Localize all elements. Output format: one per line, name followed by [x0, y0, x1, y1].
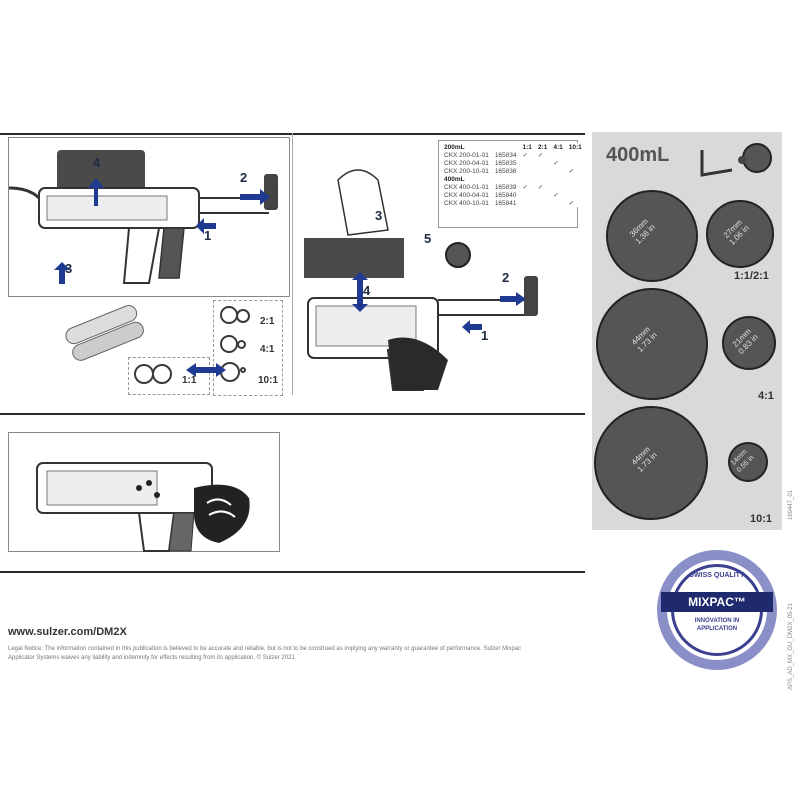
- legal-notice: Legal Notice: The information contained …: [8, 646, 522, 661]
- arrow-icon: [88, 178, 104, 206]
- step-number: 3: [65, 261, 73, 276]
- arrow-icon: [352, 272, 368, 312]
- arrow-icon: [54, 262, 70, 284]
- volume-title: 400mL: [606, 144, 670, 166]
- ratio-label: 4:1: [260, 344, 275, 355]
- template-disc: [728, 442, 768, 482]
- step-number: 4: [363, 283, 371, 298]
- ratio-label: 1:1/2:1: [734, 270, 769, 282]
- column-header: [492, 143, 520, 151]
- website-url[interactable]: www.sulzer.com/DM2X: [8, 626, 127, 638]
- separator-middle: [0, 413, 585, 415]
- ratio-circle: [220, 335, 238, 353]
- table-row: CKX 400-10-01 165841 ✓: [441, 199, 585, 208]
- column-header: 4:1: [553, 143, 563, 151]
- check-cell: ✓: [553, 160, 559, 167]
- table-row: CKX 400-04-01 165840 ✓: [441, 191, 585, 200]
- arrow-icon: [462, 320, 482, 334]
- column-header: 1:1: [522, 143, 532, 151]
- separator-bottom: [0, 571, 585, 573]
- table-cell: CKX 400-04-01: [444, 191, 489, 199]
- template-disc: [594, 406, 708, 520]
- table-cell: CKX 200-10-01: [444, 167, 489, 175]
- logo-tagline-2: APPLICATION: [696, 626, 738, 632]
- arrow-icon: [240, 189, 270, 205]
- table-header-row: 200mL 1:1 2:1 4:1 10:1: [441, 143, 585, 151]
- ratio-circle: [240, 367, 246, 373]
- template-disc: [722, 316, 776, 370]
- separator-vertical: [292, 133, 293, 395]
- step-panel-load: [8, 137, 290, 297]
- logo-brand: MIXPAC™: [688, 595, 746, 609]
- dispenser-gun-illustration: [8, 150, 278, 284]
- step-number: 1: [204, 228, 212, 243]
- double-arrow-icon: [186, 363, 226, 377]
- ratio-label: 2:1: [260, 316, 275, 327]
- table-cell: 165839: [494, 183, 517, 191]
- check-cell: ✓: [568, 200, 575, 207]
- column-header: 2:1: [537, 143, 548, 151]
- table-cell: 165834: [494, 151, 517, 159]
- step-number: 1: [481, 328, 489, 343]
- check-cell: ✓: [522, 184, 528, 191]
- table-cell: CKX 200-04-01: [444, 159, 489, 167]
- step-number: 2: [240, 170, 248, 185]
- table-cell: 165835: [494, 159, 517, 167]
- step-panel-clean: [8, 432, 280, 552]
- section-header: 400mL: [444, 175, 465, 183]
- mixpac-logo: SWISS QUALITY MIXPAC™ INNOVATION IN APPL…: [657, 550, 777, 670]
- logo-tagline-1: INNOVATION IN: [694, 618, 740, 624]
- ratio-circle: [236, 309, 250, 323]
- table-cell: 165836: [494, 167, 517, 175]
- cleaning-gun-illustration: [36, 462, 250, 552]
- table-row: CKX 200-01-01 165834 ✓ ✓: [441, 151, 585, 160]
- column-header: 10:1: [568, 143, 582, 151]
- ratio-circle: [237, 340, 246, 349]
- ratio-label: 10:1: [258, 375, 279, 386]
- table-row: CKX 200-10-01 165836 ✓: [441, 167, 585, 176]
- check-cell: ✓: [537, 184, 544, 191]
- document-code: APS_AD_MX_GU_DM2X_05-21: [788, 602, 794, 690]
- logo-top-text: SWISS QUALITY: [689, 572, 745, 579]
- step-number: 3: [375, 208, 383, 223]
- check-cell: ✓: [537, 152, 544, 159]
- arrow-icon: [196, 218, 216, 234]
- step-number: 5: [424, 231, 432, 246]
- ratio-label: 10:1: [750, 513, 773, 525]
- template-disc: [706, 200, 774, 268]
- table-cell: CKX 200-01-01: [444, 151, 489, 159]
- hand-gun-illustration: [304, 169, 538, 391]
- ratio-selector-box: [128, 357, 210, 395]
- ratio-circle: [134, 364, 154, 384]
- step-number: 2: [502, 270, 510, 285]
- table-cell: 165840: [494, 191, 517, 199]
- step-number: 4: [93, 155, 101, 170]
- table-row: CKX 400-01-01 165839 ✓ ✓: [441, 183, 585, 192]
- table-cell: CKX 400-01-01: [444, 183, 489, 191]
- template-disc: [606, 190, 698, 282]
- arrow-icon: [500, 292, 526, 306]
- check-cell: ✓: [522, 152, 528, 159]
- wrench-icon: [700, 143, 772, 177]
- table-row: CKX 200-04-01 165835 ✓: [441, 159, 585, 168]
- table-cell: 165841: [494, 199, 517, 207]
- table-cell: CKX 400-10-01: [444, 199, 489, 207]
- cartridge-table: 200mL 1:1 2:1 4:1 10:1 CKX 200-01-01 165…: [441, 143, 585, 207]
- table-section-row: 400mL: [441, 175, 585, 183]
- check-cell: ✓: [568, 168, 575, 175]
- cartridge-illustration: [65, 305, 144, 361]
- document-code: 169447_01: [788, 489, 794, 520]
- ratio-label: 4:1: [758, 390, 774, 402]
- ratio-label: 1:1: [182, 375, 197, 386]
- check-cell: ✓: [553, 192, 559, 199]
- ratio-circle: [152, 364, 172, 384]
- logo-banner: [661, 592, 773, 612]
- ratio-selector-box: [213, 300, 283, 396]
- template-disc: [596, 288, 708, 400]
- column-header: 200mL: [444, 143, 465, 151]
